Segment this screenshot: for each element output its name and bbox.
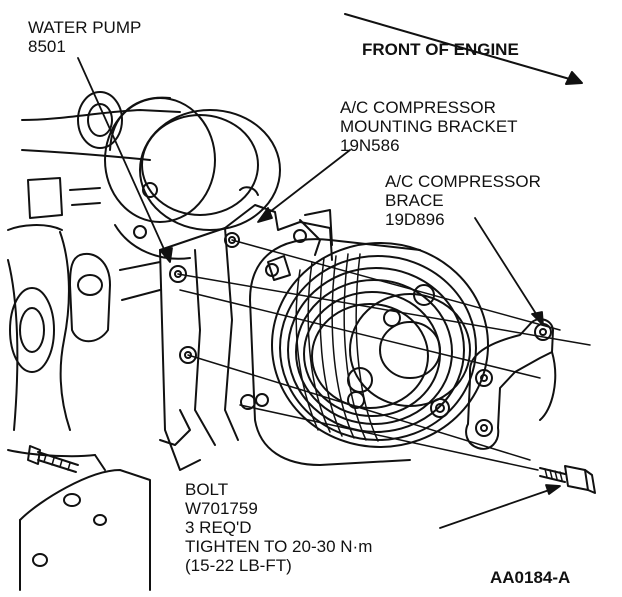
front-of-engine-arrow bbox=[344, 13, 583, 85]
leader-mounting-bracket bbox=[261, 149, 351, 219]
bolt-alignment-lines bbox=[177, 239, 591, 471]
ac-compressor bbox=[249, 209, 489, 466]
water-pump-label: WATER PUMP 8501 bbox=[28, 18, 141, 56]
mounting-bracket bbox=[159, 186, 333, 471]
bolt-label: BOLT W701759 3 REQ'D TIGHTEN TO 20-30 N·… bbox=[185, 480, 372, 575]
bolt-part-number: W701759 bbox=[185, 499, 258, 518]
front-of-engine-text: FRONT OF ENGINE bbox=[362, 40, 519, 59]
brace-label: A/C COMPRESSOR BRACE 19D896 bbox=[385, 172, 541, 229]
lower-left-bolt bbox=[27, 445, 79, 473]
mounting-bracket-line1: A/C COMPRESSOR bbox=[340, 98, 496, 117]
figure-id: AA0184-A bbox=[490, 568, 571, 587]
water-pump bbox=[69, 91, 281, 343]
water-pump-part-number: 8501 bbox=[28, 37, 66, 56]
brace-line1: A/C COMPRESSOR bbox=[385, 172, 541, 191]
water-pump-name: WATER PUMP bbox=[28, 18, 142, 37]
mounting-bracket-part-number: 19N586 bbox=[340, 136, 400, 155]
compressor-brace bbox=[465, 318, 557, 450]
bolt bbox=[539, 465, 596, 494]
brace-part-number: 19D896 bbox=[385, 210, 445, 229]
figure-id-label: AA0184-A bbox=[490, 568, 570, 587]
engine-block bbox=[7, 109, 181, 591]
leader-water-pump bbox=[77, 57, 169, 259]
mounting-bracket-label: A/C COMPRESSOR MOUNTING BRACKET 19N586 bbox=[340, 98, 518, 155]
leader-brace bbox=[474, 217, 541, 321]
leader-bolt bbox=[439, 487, 556, 529]
bolt-quantity: 3 REQ'D bbox=[185, 518, 252, 537]
mounting-bracket-line2: MOUNTING BRACKET bbox=[340, 117, 518, 136]
bolt-torque-imperial: (15-22 LB-FT) bbox=[185, 556, 292, 575]
bolt-name: BOLT bbox=[185, 480, 229, 499]
leader-lines bbox=[77, 57, 561, 529]
brace-line2: BRACE bbox=[385, 191, 444, 210]
bolt-torque: TIGHTEN TO 20-30 N·m bbox=[185, 537, 373, 556]
front-of-engine-label: FRONT OF ENGINE bbox=[362, 40, 519, 59]
